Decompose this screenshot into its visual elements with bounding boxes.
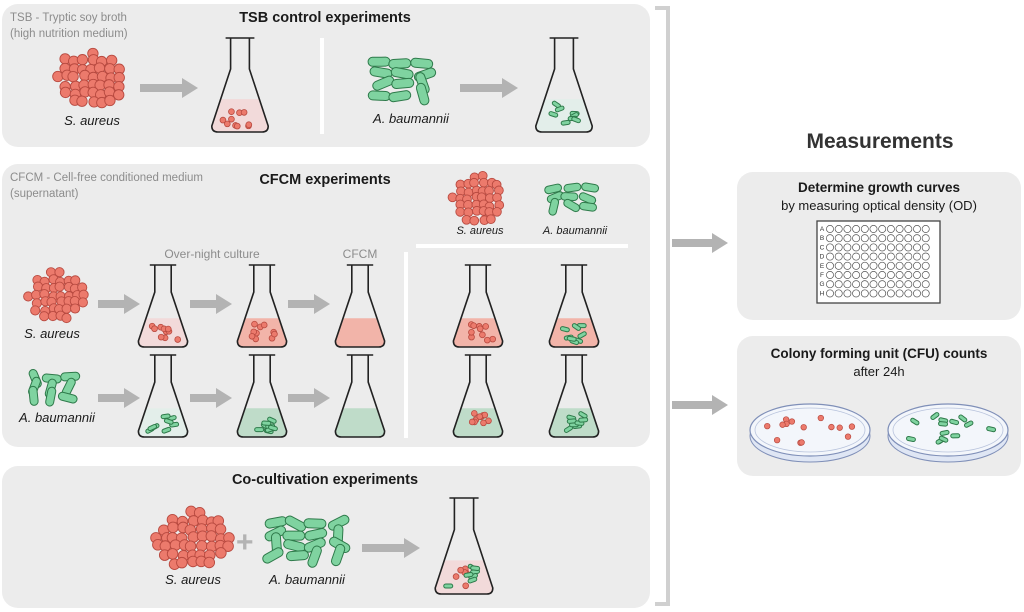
plus-sign: + (236, 526, 254, 559)
cocult-species-a-label: S. aureus (165, 572, 221, 587)
cfcm-flask-acineto-cfcm (334, 354, 386, 438)
cocult-acineto-cluster (262, 514, 351, 568)
cfcm-flask-staph-in-acineto-cfcm (452, 354, 504, 438)
plate-row-label: B (820, 235, 824, 242)
petri-dish-staph (749, 403, 871, 463)
cfcm-arrow-3 (288, 294, 330, 314)
cfcm-flask-staph-cfcm (334, 264, 386, 348)
cfu-title: Colony forming unit (CFU) counts (770, 346, 988, 361)
plate-row-label: D (820, 254, 825, 261)
cocultivation-title: Co-cultivation experiments (231, 472, 419, 488)
measure-arrow-2 (672, 395, 728, 415)
tsb-species-b-label: A. baumannii (373, 111, 449, 126)
tsb-flask-acineto (535, 37, 593, 133)
cocult-arrow (362, 538, 420, 558)
cfcm-flask-acineto-in-staph-cfcm (548, 264, 600, 348)
tsb-note-line2: (high nutrition medium) (10, 28, 128, 40)
cocult-flask (434, 497, 494, 595)
cfcm-arrow-5 (190, 388, 232, 408)
cfcm-label: CFCM (342, 247, 378, 261)
cfcm-vertical-divider (404, 252, 408, 438)
cfcm-flask-staph-overnight-1 (137, 264, 189, 348)
growth-curves-title: Determine growth curves (797, 180, 961, 195)
bracket (655, 6, 670, 606)
growth-curves-subtitle: by measuring optical density (OD) (781, 198, 977, 213)
cfcm-acineto-cluster (28, 368, 81, 407)
cfcm-flask-acineto-in-acineto-cfcm (548, 354, 600, 438)
overnight-culture-label: Over-night culture (164, 247, 260, 261)
cfcm-arrow-2 (190, 294, 232, 314)
cocultivation-panel (2, 466, 650, 608)
cfcm-flask-acineto-overnight-2 (236, 354, 288, 438)
cfcm-arrow-6 (288, 388, 330, 408)
cfcm-species-b-label: A. baumannii (19, 410, 95, 425)
cfcm-note-line1: CFCM - Cell-free conditioned medium (10, 172, 204, 184)
plate-row-label: F (820, 272, 824, 279)
cfcm-arrow-1 (98, 294, 140, 314)
plate-row-label: A (820, 226, 825, 233)
cfcm-arrow-4 (98, 388, 140, 408)
cfcm-legend-b-label: A. baumannii (542, 225, 608, 237)
tsb-acineto-cluster (367, 56, 437, 106)
cocult-species-b-label: A. baumannii (269, 572, 345, 587)
tsb-staph-cluster (52, 47, 125, 109)
plate-row-label: C (820, 244, 825, 251)
tsb-species-a-label: S. aureus (64, 113, 120, 128)
cfcm-flask-acineto-overnight-1 (137, 354, 189, 438)
tsb-arrow-a (140, 78, 198, 98)
tsb-note-line1: TSB - Tryptic soy broth (10, 12, 127, 24)
plate-row-label: E (820, 263, 825, 270)
cfcm-horizontal-divider (416, 244, 628, 248)
cfcm-staph-cluster (23, 267, 89, 324)
plate-row-label: G (819, 281, 824, 288)
cfcm-flask-staph-overnight-2 (236, 264, 288, 348)
cfcm-flask-staph-in-staph-cfcm (452, 264, 504, 348)
measurements-heading: Measurements (806, 130, 954, 153)
tsb-arrow-b (460, 78, 518, 98)
cfcm-legend-a-label: S. aureus (456, 225, 504, 237)
tsb-divider (320, 38, 324, 134)
cfcm-legend-acineto (544, 182, 600, 216)
cfcm-note-line2: (supernatant) (10, 188, 79, 200)
cfcm-legend-staph (447, 170, 505, 226)
tsb-title: TSB control experiments (239, 10, 411, 26)
measure-arrow-1 (672, 233, 728, 253)
petri-dish-acineto (887, 403, 1009, 463)
cfcm-title: CFCM experiments (259, 172, 391, 188)
cfcm-species-a-label: S. aureus (24, 326, 80, 341)
plate-row-label: H (820, 290, 825, 297)
tsb-flask-staph (211, 37, 269, 133)
cfu-subtitle: after 24h (853, 364, 905, 379)
cocult-staph-cluster (150, 505, 235, 570)
